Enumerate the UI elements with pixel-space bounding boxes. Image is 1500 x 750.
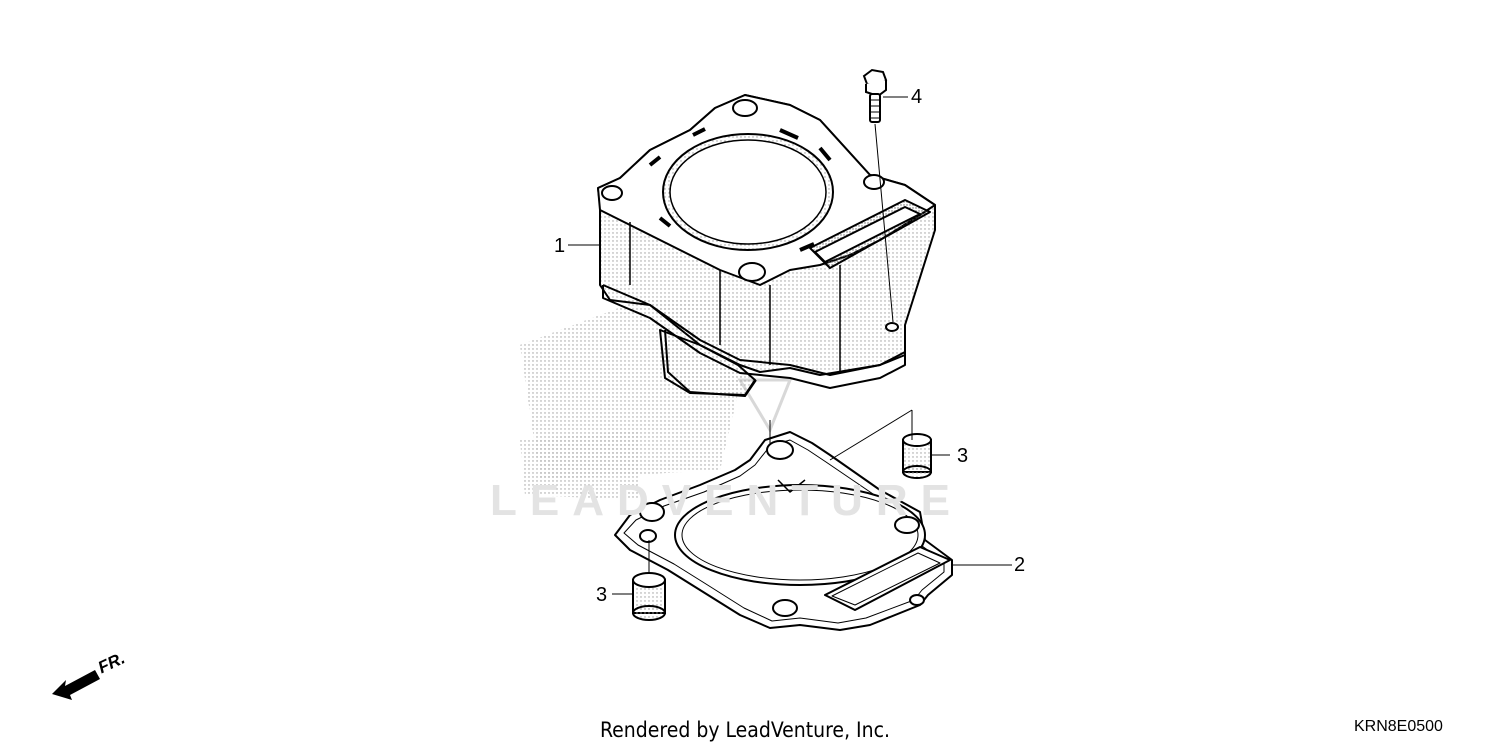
footer-credit: Rendered by LeadVenture, Inc. xyxy=(600,718,890,742)
diagram-code: KRN8E0500 xyxy=(1354,718,1443,735)
cylinder-part xyxy=(597,94,936,397)
callout-bolt: 4 xyxy=(911,86,923,108)
front-direction-arrow xyxy=(52,670,100,700)
gasket-part xyxy=(614,431,953,631)
leader-lines xyxy=(568,96,1012,595)
callout-gasket: 2 xyxy=(1014,554,1026,576)
dowel-pin-left xyxy=(632,572,666,621)
bolt-part xyxy=(862,68,894,323)
callout-dowel-left: 3 xyxy=(596,584,608,606)
watermark-text: LEADVENTURE xyxy=(490,476,964,525)
dowel-pin-right xyxy=(902,433,932,479)
callout-dowel-right: 3 xyxy=(957,445,969,467)
callout-cylinder: 1 xyxy=(554,235,566,257)
